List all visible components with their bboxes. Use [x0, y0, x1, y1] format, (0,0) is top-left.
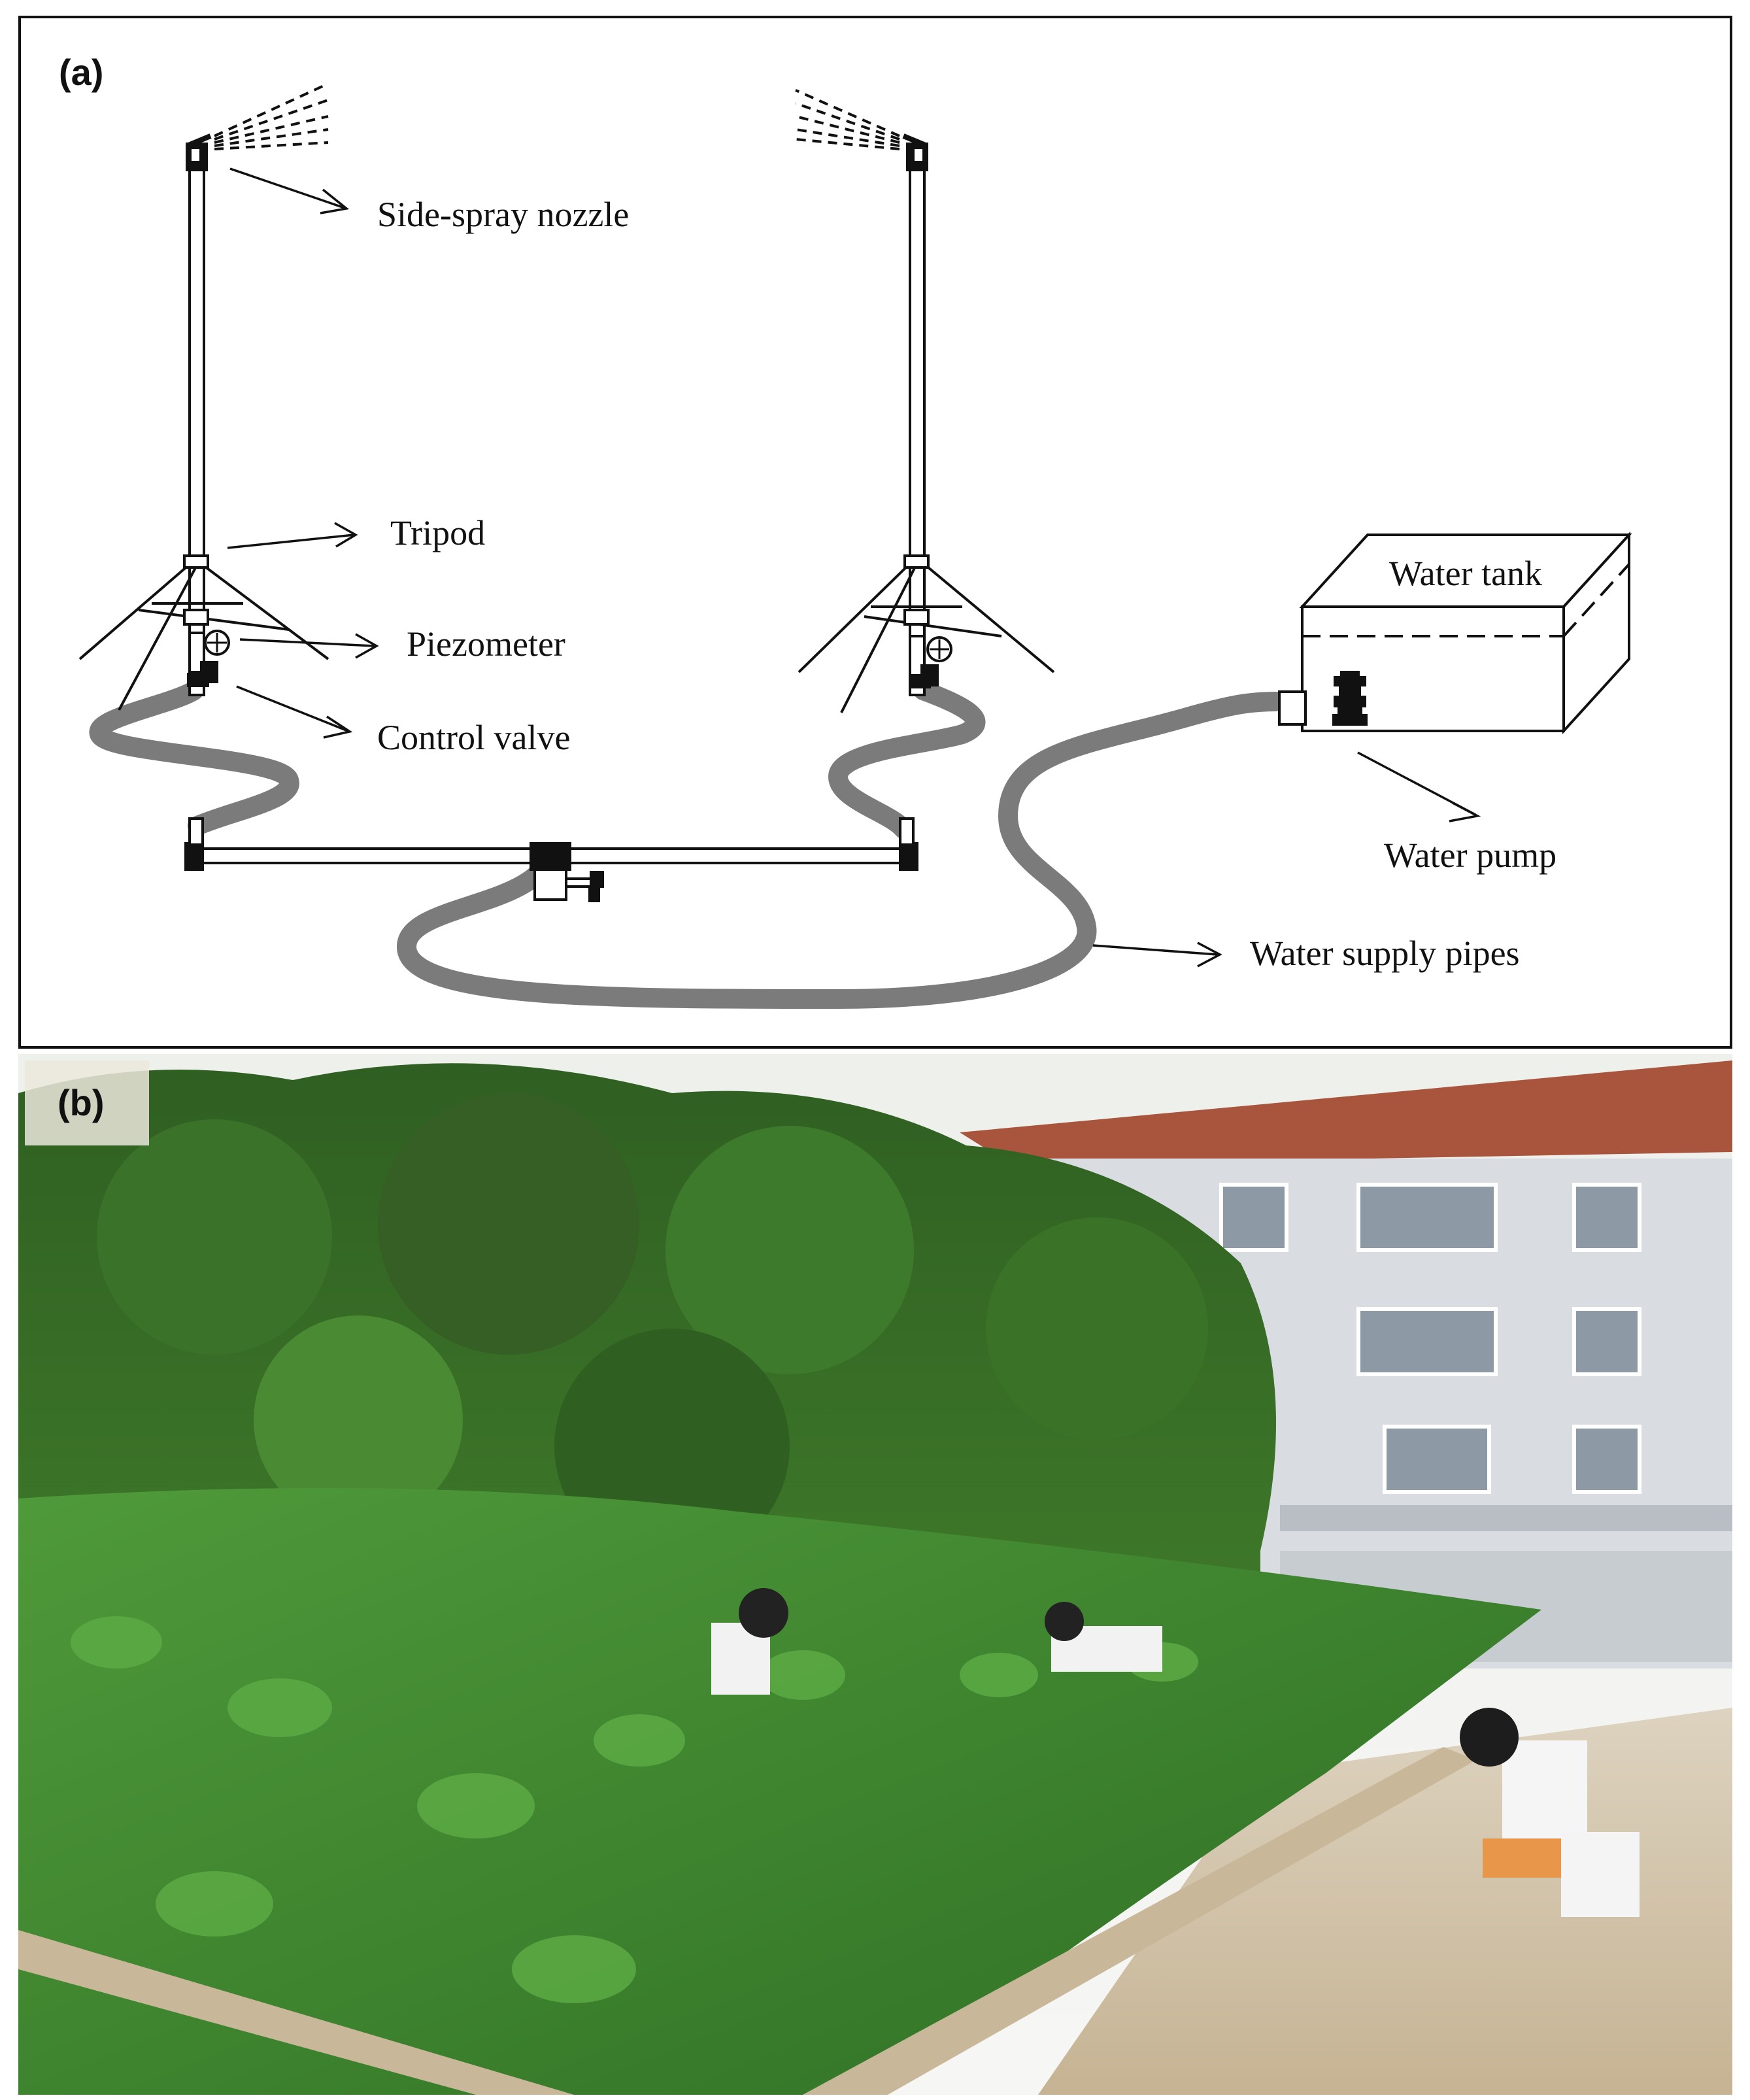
water-supply-hose: [89, 681, 1286, 1009]
panel-b-tag: (b): [58, 1082, 105, 1123]
label-side-spray-nozzle: Side-spray nozzle: [377, 195, 629, 234]
water-pump-icon: [1332, 671, 1368, 726]
label-control-valve: Control valve: [377, 718, 570, 757]
right-sprinkler-stand: [795, 89, 1055, 713]
panel-b-tag-box: (b): [25, 1060, 149, 1145]
panel-b-photo: (b): [18, 1054, 1732, 2095]
annotation-arrows: [227, 167, 1481, 968]
panel-a-tag: (a): [59, 52, 104, 93]
label-water-tank: Water tank: [1389, 554, 1542, 593]
left-sprinkler-stand: [78, 82, 329, 711]
people: [711, 1588, 1640, 1917]
label-water-supply-pipes: Water supply pipes: [1250, 934, 1520, 973]
plot-edges: [18, 1747, 1476, 2095]
panel-a-diagram: (a): [18, 16, 1732, 1049]
manifold-pipe: [184, 817, 918, 902]
label-piezometer: Piezometer: [407, 624, 565, 664]
schematic-svg: Side-spray nozzle Tripod Piezometer Cont…: [78, 82, 1632, 1009]
water-tank: [1278, 531, 1632, 735]
label-water-pump: Water pump: [1384, 836, 1556, 875]
label-tripod: Tripod: [390, 513, 485, 552]
field-photo: [18, 1054, 1732, 2095]
